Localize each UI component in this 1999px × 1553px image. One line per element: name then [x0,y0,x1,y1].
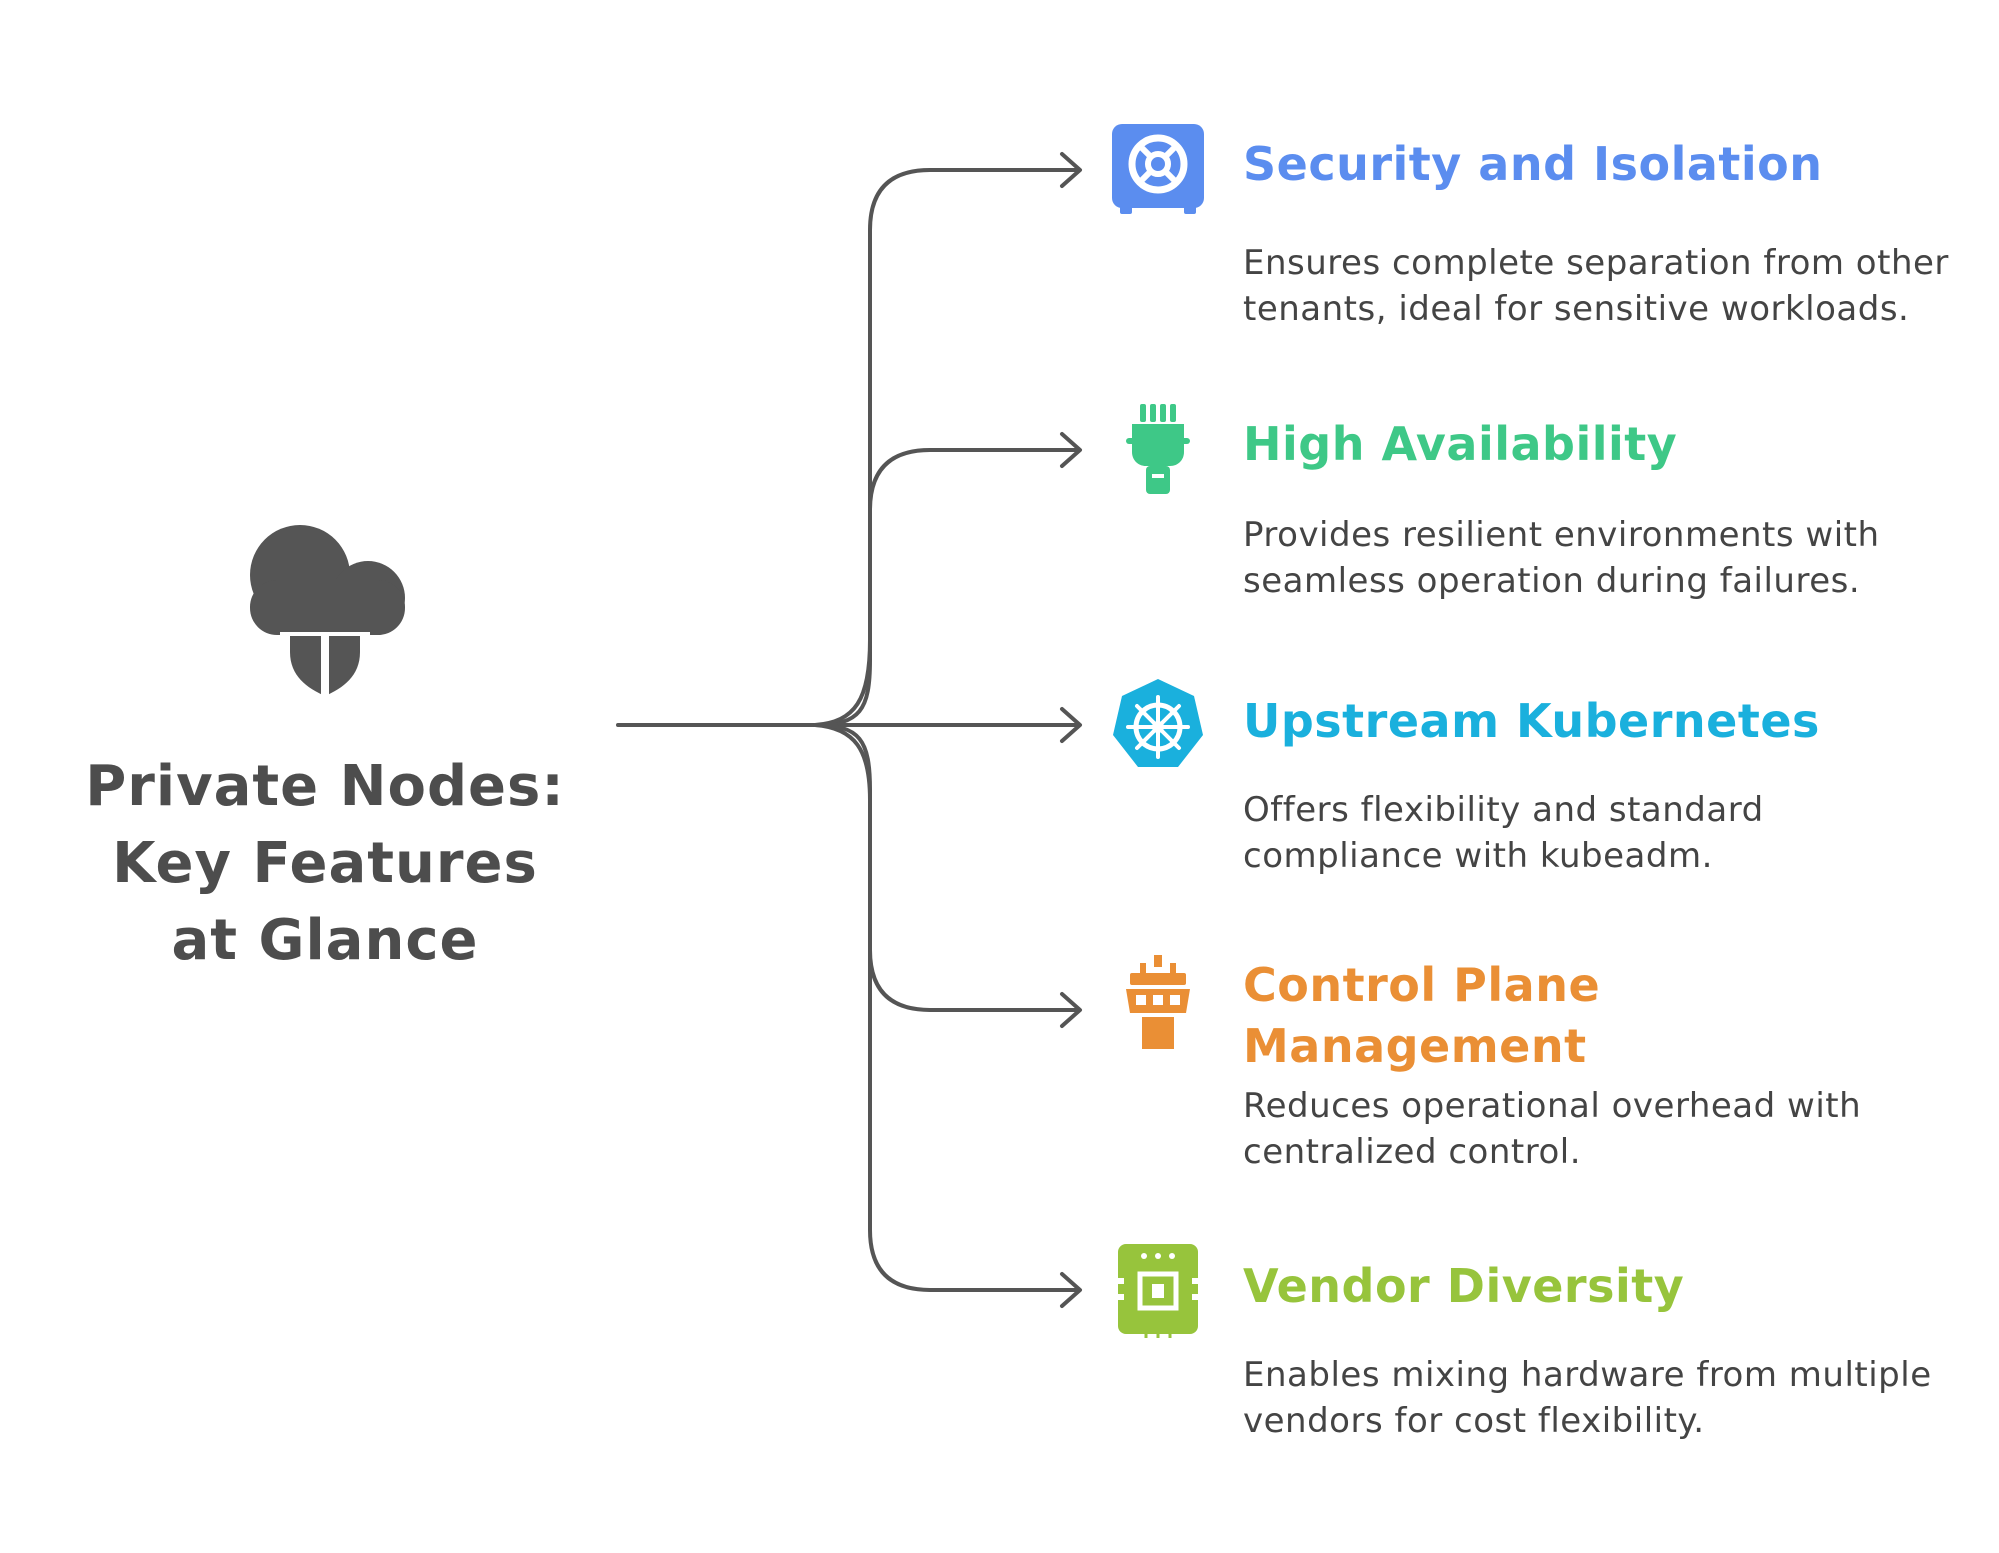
kubernetes-helm-icon [1113,679,1203,767]
connector-vendor [813,723,1077,1292]
central-title-line-1: Private Nodes: [85,754,565,819]
arrowhead-kubernetes [1060,707,1082,743]
vault-icon [1112,124,1204,214]
central-title-line-2: Key Features [112,831,538,896]
central-title: Private Nodes: Key Features at Glance [40,748,610,979]
cloud-shield-icon [250,525,405,700]
central-title-line-3: at Glance [171,908,479,973]
arrowhead-control-plane [1060,992,1082,1028]
arrowhead-vendor [1060,1272,1082,1308]
connector-control-plane [813,723,1077,1012]
feature-title-availability: High Availability [1243,417,1678,471]
arrowhead-security [1060,152,1082,188]
connector-availability [813,448,1077,727]
arrowhead-availability [1060,432,1082,468]
control-tower-icon [1126,955,1190,1049]
feature-description-security: Ensures complete separation from other t… [1243,243,1949,329]
feature-description-kubernetes: Offers flexibility and standard complian… [1243,790,1764,876]
ethernet-plug-icon [1126,404,1190,494]
central-topic: Private Nodes: Key Features at Glance [40,520,610,979]
feature-title-vendor: Vendor Diversity [1243,1259,1685,1313]
feature-title-security: Security and Isolation [1243,137,1823,191]
connector-security [813,168,1077,727]
feature-description-vendor: Enables mixing hardware from multiple ve… [1243,1355,1932,1441]
feature-title-control-plane: Control Plane Management [1243,958,1601,1073]
feature-description-control-plane: Reduces operational overhead with centra… [1243,1086,1862,1172]
hardware-chip-icon [1118,1244,1198,1338]
feature-description-availability: Provides resilient environments with sea… [1243,515,1880,601]
feature-title-kubernetes: Upstream Kubernetes [1243,694,1820,748]
